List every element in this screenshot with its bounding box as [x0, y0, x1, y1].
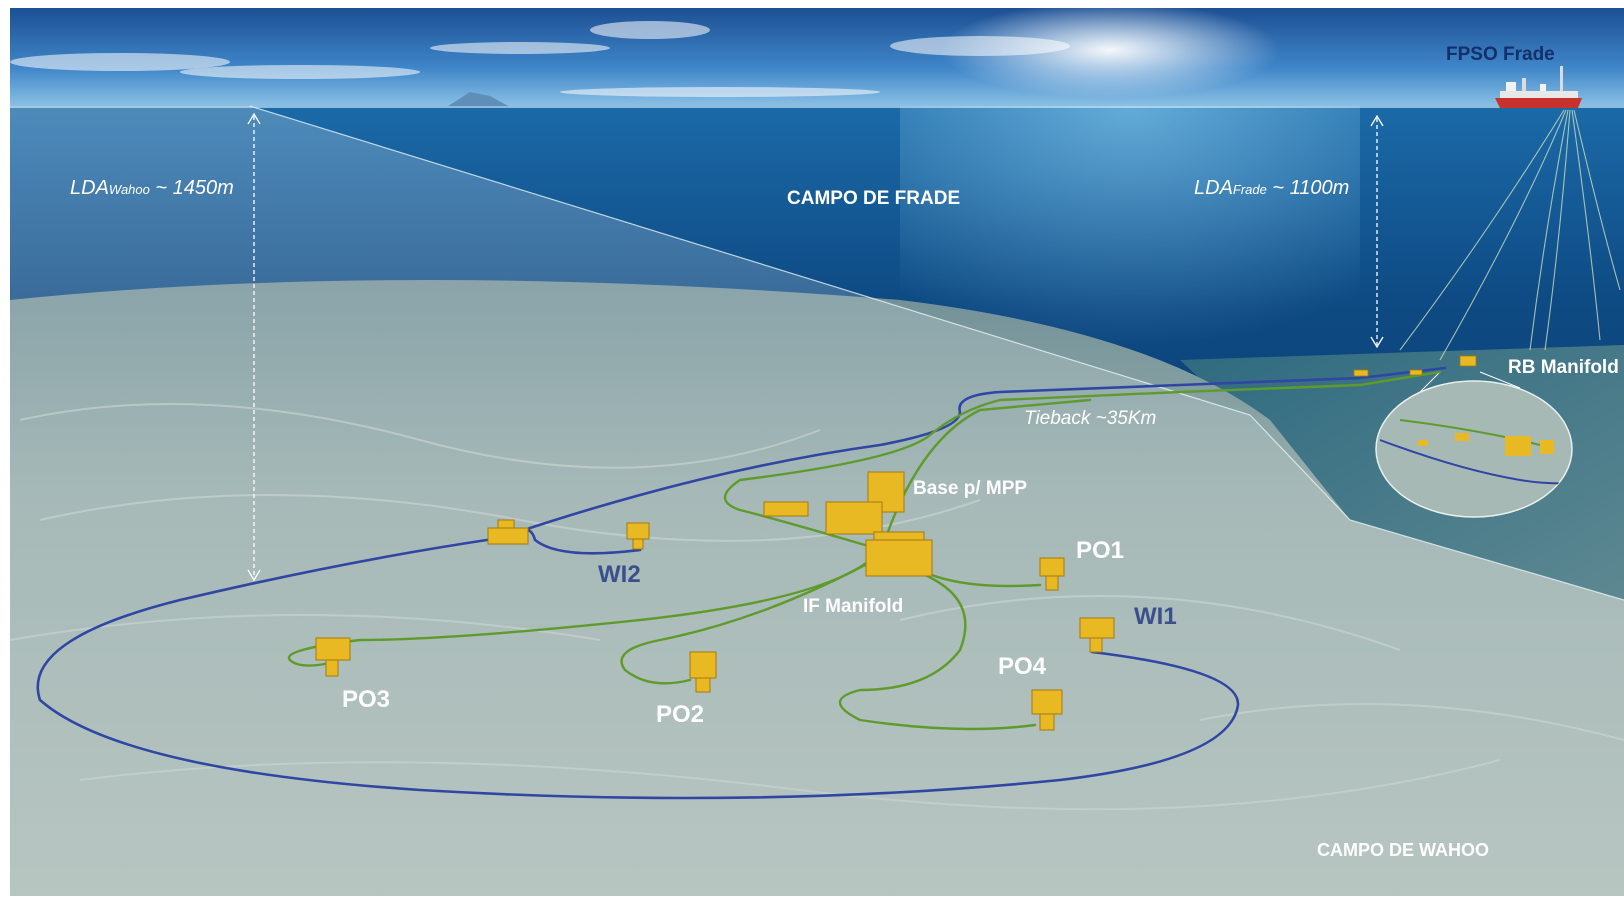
tieback-label: Tieback ~35Km — [1024, 408, 1156, 429]
risers — [1399, 109, 1621, 361]
lda-wahoo-sub: Wahoo — [109, 182, 150, 197]
po1-label: PO1 — [1076, 537, 1124, 564]
wi1-label: WI1 — [1134, 603, 1177, 630]
depth-arrow-frade-heads — [1370, 114, 1384, 349]
rb-manifold-inset — [1375, 371, 1573, 518]
fpso-label: FPSO Frade — [1446, 44, 1555, 65]
wi2-label: WI2 — [598, 561, 641, 588]
production-flowlines — [287, 370, 1442, 731]
po3-label: PO3 — [342, 686, 390, 713]
prism-edge — [249, 105, 1624, 601]
lda-frade-label: LDAFrade ~ 1100m — [1194, 177, 1349, 199]
if-manifold-equipment — [865, 531, 933, 577]
campo-wahoo-label: CAMPO DE WAHOO — [1317, 840, 1489, 860]
wellhead-po1-icon — [1039, 557, 1065, 591]
rb-manifold-label: RB Manifold — [1508, 357, 1619, 378]
water-depth-prism — [10, 106, 1624, 896]
mpp-base-equipment — [763, 471, 905, 535]
po4-label: PO4 — [998, 653, 1047, 680]
po2-label: PO2 — [656, 701, 704, 728]
if-manifold-label: IF Manifold — [803, 596, 903, 617]
wellhead-po3-icon — [315, 637, 351, 677]
lda-frade-sub: Frade — [1233, 182, 1267, 197]
wi2-sled-icon — [487, 519, 529, 545]
lda-frade-value: ~ 1100m — [1267, 177, 1349, 199]
lda-wahoo-value: ~ 1450m — [150, 177, 234, 199]
lda-frade-main: LDA — [1194, 177, 1233, 199]
wellhead-po4-icon — [1031, 689, 1063, 731]
lda-wahoo-label: LDAWahoo ~ 1450m — [70, 177, 234, 199]
campo-frade-label: CAMPO DE FRADE — [787, 188, 960, 209]
wellhead-po2-icon — [689, 651, 717, 693]
lda-wahoo-main: LDA — [70, 177, 109, 199]
fpso-ship-icon — [1495, 66, 1582, 108]
distant-mountain — [445, 92, 512, 108]
rb-manifold-equipment — [1353, 355, 1477, 377]
depth-arrow-wahoo-heads — [247, 112, 261, 582]
wellhead-wi2-icon — [626, 522, 650, 550]
base-mpp-label: Base p/ MPP — [913, 478, 1027, 499]
clouds — [10, 21, 1070, 97]
wellhead-wi1-icon — [1079, 617, 1115, 653]
sun-glow — [940, 2, 1280, 98]
